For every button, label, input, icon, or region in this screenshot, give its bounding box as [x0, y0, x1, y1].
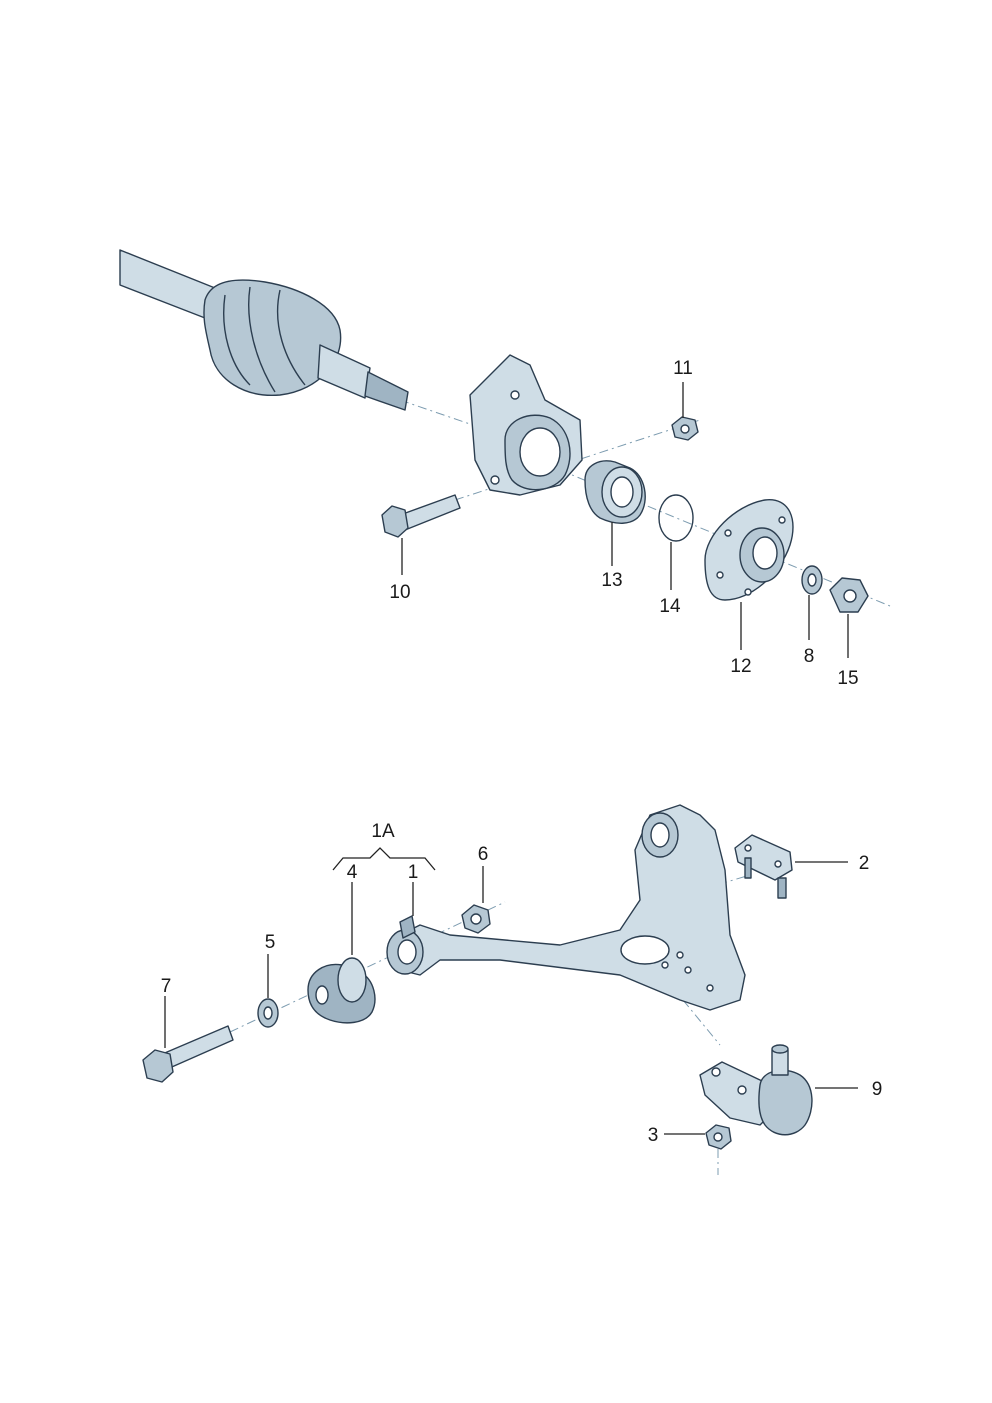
part-7-bolt	[142, 1025, 234, 1083]
label-4: 4	[347, 862, 358, 883]
wishbone-assembly: 1A 4 1 6 5 7 2 9 3	[142, 804, 883, 1175]
wheel-bearing-housing	[469, 354, 583, 496]
label-15: 15	[837, 668, 858, 689]
part-3-nut	[705, 1124, 732, 1150]
wishbone-bolt-axis	[229, 901, 506, 1033]
label-1: 1	[408, 862, 419, 883]
label-13: 13	[601, 570, 622, 591]
part-5-washer	[257, 998, 279, 1028]
part-6-nut	[461, 904, 491, 934]
part-14-circlip	[658, 494, 694, 542]
part-4-bush	[307, 957, 376, 1024]
part-1-wishbone	[386, 804, 746, 1011]
part-8-washer	[801, 565, 823, 595]
label-7: 7	[161, 976, 172, 997]
part-11-nut	[671, 416, 699, 441]
label-8: 8	[804, 646, 815, 667]
part-2-bracket	[734, 834, 793, 899]
label-3: 3	[648, 1125, 659, 1146]
label-9: 9	[872, 1079, 883, 1100]
label-14: 14	[659, 596, 681, 617]
label-6: 6	[478, 844, 489, 865]
part-9-ball-joint	[699, 1044, 813, 1136]
brace-1a	[332, 847, 436, 871]
part-10-bolt	[381, 494, 461, 538]
label-1a: 1A	[371, 821, 395, 842]
label-11: 11	[673, 358, 693, 379]
part-13-wheel-bearing	[584, 460, 646, 524]
hub-assembly: 11 10 13 14 12 8 15	[119, 249, 891, 689]
label-10: 10	[389, 582, 410, 603]
part-12-wheel-hub	[704, 499, 794, 601]
part-15-collar-nut	[829, 577, 869, 613]
drive-shaft	[119, 249, 409, 411]
label-2: 2	[859, 853, 870, 874]
label-5: 5	[265, 932, 276, 953]
label-12: 12	[730, 656, 751, 677]
